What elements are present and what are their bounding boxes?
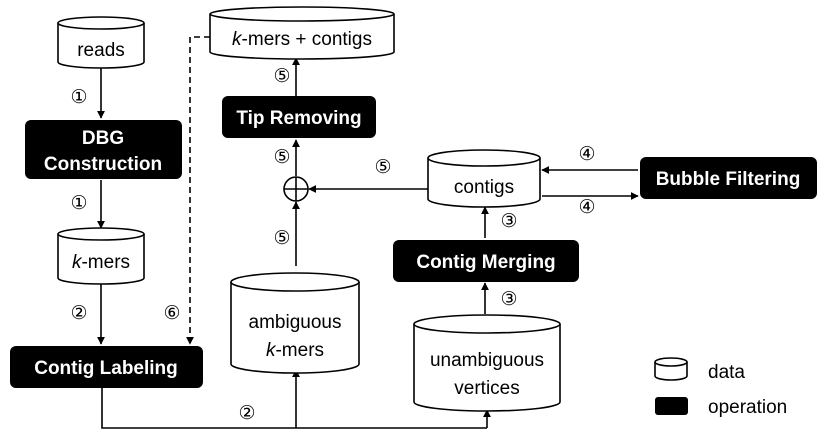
legend-operation-icon — [655, 397, 688, 415]
data-node-kmers: k-mers — [57, 227, 145, 285]
ambiguous-label-line1: ambiguous — [249, 312, 342, 333]
ambiguous-kmers-rest: -mers — [275, 340, 324, 361]
contig-labeling-label: Contig Labeling — [34, 358, 178, 379]
step-label-1b: ① — [70, 192, 87, 214]
data-node-reads: reads — [57, 16, 145, 69]
bubble-filtering-label: Bubble Filtering — [656, 169, 801, 190]
step-label-6: ⑥ — [163, 302, 180, 324]
step-label-3-top: ③ — [500, 210, 517, 232]
kmers-label: k-mers — [72, 252, 130, 273]
kmers-contigs-label: k-mers + contigs — [232, 29, 372, 50]
data-node-unambiguous-vertices: unambiguous vertices — [413, 314, 561, 412]
step-label-2b: ② — [238, 402, 255, 424]
kmers-label-rest: -mers — [81, 252, 130, 273]
step-label-5-top: ⑤ — [273, 65, 290, 87]
contig-merging-label: Contig Merging — [416, 252, 555, 273]
edge-labeling-bottom-line — [101, 388, 487, 429]
operation-tip-removing: Tip Removing — [222, 96, 376, 138]
step-label-2a: ② — [70, 302, 87, 324]
kmers-contigs-label-rest: -mers + contigs — [242, 29, 372, 50]
dbg-label-line1: DBG — [82, 128, 124, 149]
legend-data-icon — [654, 357, 688, 381]
operation-bubble-filtering: Bubble Filtering — [640, 157, 817, 199]
unambiguous-label-line1: unambiguous — [430, 350, 544, 371]
ambiguous-kmers-italic: k — [266, 340, 277, 361]
tip-removing-label: Tip Removing — [236, 108, 361, 129]
kmers-contigs-label-italic: k — [232, 29, 243, 50]
step-label-5-low: ⑤ — [273, 227, 290, 249]
step-label-4-top: ④ — [578, 143, 595, 165]
operation-contig-merging: Contig Merging — [393, 240, 579, 282]
legend-data-label: data — [708, 362, 745, 383]
kmers-label-italic: k — [72, 252, 83, 273]
step-label-4-bottom: ④ — [578, 196, 595, 218]
legend: data operation — [654, 357, 787, 418]
step-label-1a: ① — [70, 86, 87, 108]
legend-operation-label: operation — [708, 397, 787, 418]
operation-dbg-construction: DBG Construction — [25, 120, 182, 179]
unambiguous-label-line2: vertices — [454, 378, 519, 399]
step-label-5-mid: ⑤ — [273, 146, 290, 168]
data-node-contigs: contigs — [427, 149, 541, 208]
step-label-3-bottom: ③ — [500, 288, 517, 310]
data-node-ambiguous-kmers: ambiguous k-mers — [230, 272, 360, 374]
step-label-5-right: ⑤ — [374, 156, 391, 178]
edge-dashed-kmers-contigs-to-labeling — [186, 36, 210, 345]
operation-contig-labeling: Contig Labeling — [10, 346, 203, 388]
ambiguous-label-line2: k-mers — [266, 340, 324, 361]
data-node-kmers-contigs: k-mers + contigs — [209, 6, 395, 60]
merge-plus-node — [283, 176, 309, 202]
contigs-label: contigs — [454, 177, 514, 198]
reads-label: reads — [77, 40, 125, 61]
dbg-label-line2: Construction — [44, 154, 162, 175]
